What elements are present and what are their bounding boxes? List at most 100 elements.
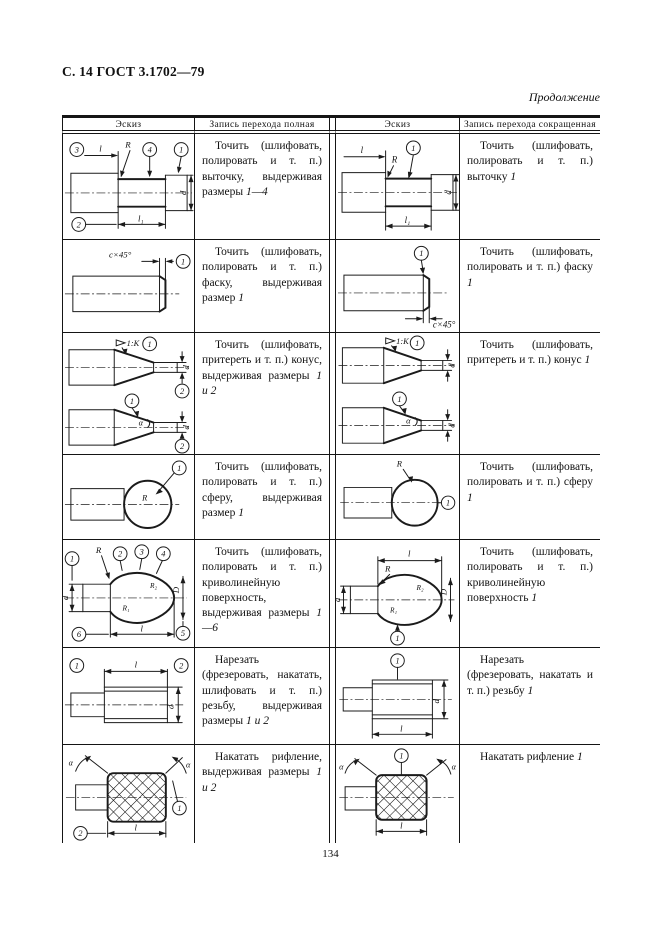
transitions-table: Эскиз Запись перехода полная Эскиз Запис… — [62, 115, 600, 843]
record-short-text: Точить (шлифовать, полировать и т. п.) в… — [467, 140, 593, 183]
svg-text:6: 6 — [77, 630, 82, 639]
svg-text:2: 2 — [118, 549, 122, 558]
sketch-sphere-full: 1 R — [62, 455, 195, 540]
double-rule-gap — [330, 540, 336, 648]
svg-text:d: d — [181, 424, 191, 429]
svg-text:l: l — [135, 822, 138, 832]
svg-text:1: 1 — [395, 634, 399, 643]
callout-2: 2 — [112, 545, 128, 561]
callout-3: 3 — [69, 141, 85, 157]
callout-1: 1 — [409, 334, 425, 350]
double-rule-gap — [330, 240, 336, 333]
callout-1: 1 — [440, 495, 456, 510]
svg-text:d: d — [165, 704, 175, 709]
svg-text:D: D — [439, 588, 449, 596]
callout-2: 2 — [71, 216, 87, 232]
callout-1: 1 — [173, 141, 189, 157]
record-short-cell: Точить (шлифовать, полировать и т. п.) в… — [460, 134, 600, 240]
svg-text:l₁: l₁ — [138, 213, 144, 223]
svg-text:1: 1 — [75, 661, 79, 670]
svg-text:c×45°: c×45° — [109, 249, 132, 259]
svg-text:R: R — [391, 154, 398, 164]
continuation-note: Продолжение — [528, 90, 600, 104]
sketch-thread-full: l 1 2 d — [62, 648, 195, 745]
record-full-cell: Точить (шлифовать, полировать и т. п.) ф… — [195, 240, 330, 333]
sketch-curved-surface-short: l R d R₂ R₁ D 1 — [336, 540, 460, 648]
callout-1: 1 — [394, 747, 409, 763]
svg-text:d: d — [447, 422, 457, 427]
svg-text:l₁: l₁ — [405, 215, 411, 225]
svg-text:1: 1 — [411, 143, 415, 152]
svg-text:1: 1 — [177, 464, 181, 473]
callout-3: 3 — [134, 543, 150, 559]
record-full-cell: Точить (шлифовать, притереть и т. п.) ко… — [195, 333, 330, 455]
col-header-record-full: Запись перехода полная — [195, 118, 330, 134]
svg-text:α: α — [452, 762, 457, 771]
svg-text:d: d — [178, 190, 188, 195]
svg-text:α: α — [186, 760, 191, 769]
record-full-text: Точить (шлифовать, полировать и т. п.) с… — [202, 461, 322, 519]
svg-text:d: d — [63, 595, 70, 600]
record-full-text: Точить (шлифовать, полировать и т. п.) в… — [202, 140, 322, 198]
callout-1: 1 — [392, 391, 407, 406]
double-rule-gap — [330, 134, 336, 240]
svg-text:1: 1 — [130, 396, 134, 405]
svg-text:2: 2 — [180, 387, 184, 396]
svg-text:d: d — [443, 189, 453, 194]
svg-text:1: 1 — [397, 394, 401, 403]
svg-text:3: 3 — [139, 547, 144, 556]
svg-text:R: R — [141, 493, 147, 502]
svg-text:α: α — [339, 762, 344, 771]
callout-1: 1 — [69, 657, 85, 673]
svg-text:l: l — [135, 659, 138, 669]
svg-text:4: 4 — [161, 549, 165, 558]
sketch-knurl-full: α α 1 l 2 — [62, 745, 195, 843]
svg-text:1: 1 — [399, 751, 403, 760]
double-rule-gap — [330, 118, 336, 134]
callout-1: 1 — [175, 253, 191, 269]
record-short-cell: Нарезать (фрезеровать, накатать и т. п.)… — [460, 648, 600, 745]
sketch-chamfer-full: c×45° 1 — [62, 240, 195, 333]
svg-text:c×45°: c×45° — [433, 320, 456, 330]
callout-1: 1 — [171, 460, 187, 476]
svg-text:1: 1 — [415, 338, 419, 347]
sketch-curved-surface-full: d 1 R 2 3 4 R₂ R₁ D 5 — [62, 540, 195, 648]
callout-4: 4 — [155, 545, 171, 561]
callout-1: 1 — [390, 630, 405, 646]
callout-1: 1 — [413, 245, 429, 261]
col-header-record-short: Запись перехода сокращенная — [460, 118, 600, 134]
record-full-text: Точить (шлифовать, полировать и т. п.) ф… — [202, 246, 322, 304]
svg-text:1: 1 — [148, 339, 152, 348]
record-full-cell: Накатать рифление, выдерживая размеры 1 … — [195, 745, 330, 843]
record-short-text: Точить (шлифовать, полировать и т. п.) к… — [467, 546, 593, 604]
callout-1: 1 — [124, 393, 140, 408]
record-short-cell: Точить (шлифовать, притереть и т. п.) ко… — [460, 333, 600, 455]
callout-1: 1 — [405, 139, 421, 155]
record-full-text: Накатать рифление, выдерживая размеры 1 … — [202, 751, 322, 794]
record-full-text: Точить (шлифовать, притереть и т. п.) ко… — [202, 339, 322, 397]
svg-text:l: l — [141, 623, 144, 633]
svg-text:R₂: R₂ — [416, 583, 424, 592]
record-full-cell: Точить (шлифовать, полировать и т. п.) с… — [195, 455, 330, 540]
col-header-sketch-short: Эскиз — [336, 118, 460, 134]
svg-text:1:K: 1:K — [127, 338, 140, 347]
svg-text:R: R — [384, 563, 391, 573]
sketch-thread-short: 1 d l — [336, 648, 460, 745]
record-full-cell: Точить (шлифовать, полировать и т. п.) к… — [195, 540, 330, 648]
record-short-cell: Точить (шлифовать, полировать и т. п.) ф… — [460, 240, 600, 333]
callout-4: 4 — [142, 141, 158, 157]
svg-text:R: R — [396, 458, 403, 468]
svg-text:R₁: R₁ — [122, 603, 130, 612]
svg-text:1: 1 — [419, 248, 423, 258]
record-short-text: Точить (шлифовать, притереть и т. п.) ко… — [467, 339, 593, 367]
record-short-cell: Накатать рифление 1 — [460, 745, 600, 843]
callout-2: 2 — [174, 383, 190, 398]
double-rule-gap — [330, 745, 336, 843]
col-header-sketch-full: Эскиз — [62, 118, 195, 134]
svg-text:2: 2 — [77, 220, 81, 229]
svg-text:5: 5 — [181, 629, 185, 638]
svg-text:α: α — [406, 416, 411, 425]
svg-text:d: d — [181, 364, 191, 369]
svg-text:l: l — [408, 548, 411, 558]
